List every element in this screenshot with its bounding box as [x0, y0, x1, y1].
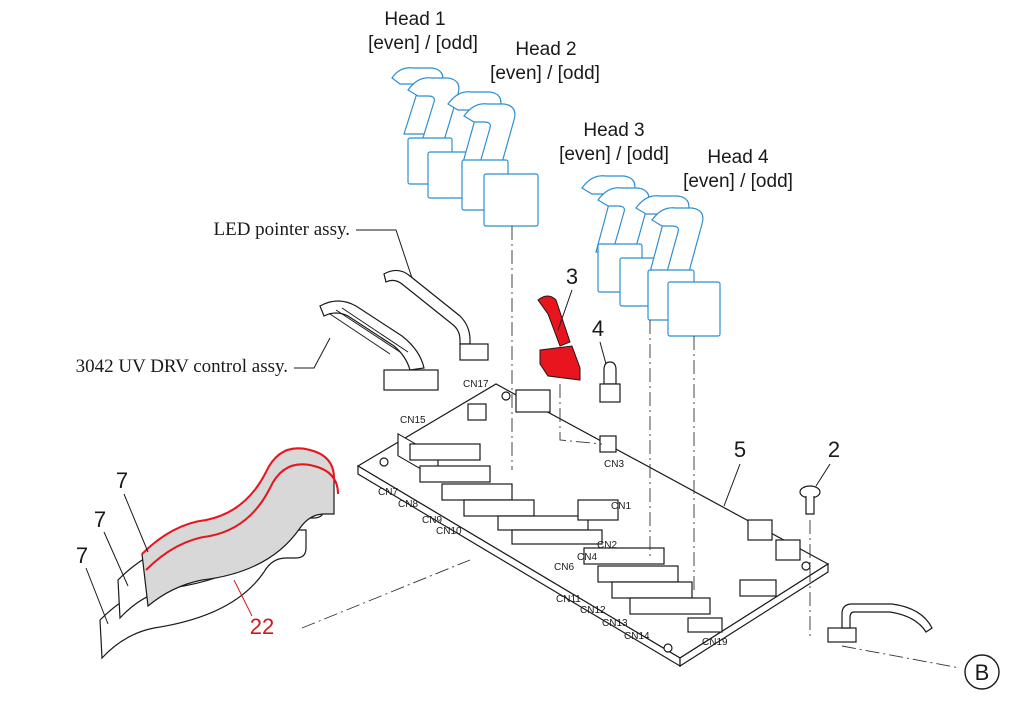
svg-text:Head 2: Head 2 — [515, 39, 576, 60]
svg-text:[even] / [odd]: [even] / [odd] — [490, 63, 600, 84]
svg-text:CN4: CN4 — [577, 552, 597, 563]
flat-cables-7 — [99, 447, 339, 660]
svg-text:[even] / [odd]: [even] / [odd] — [559, 144, 669, 165]
head-2-label: Head 2 [even] / [odd] — [490, 39, 600, 84]
svg-text:CN19: CN19 — [702, 637, 728, 648]
uv-drv-cable — [319, 300, 439, 391]
part-2-number: 2 — [828, 437, 840, 462]
svg-text:CN9: CN9 — [422, 515, 442, 526]
head-4-cables — [635, 195, 721, 337]
svg-text:CN2: CN2 — [597, 540, 617, 551]
head-4-label: Head 4 [even] / [odd] — [683, 147, 793, 192]
part-3-number: 3 — [566, 264, 578, 289]
svg-text:CN14: CN14 — [624, 631, 650, 642]
head-3-label: Head 3 [even] / [odd] — [559, 120, 669, 165]
svg-text:Head 1: Head 1 — [384, 9, 445, 30]
svg-text:CN6: CN6 — [554, 562, 574, 573]
uv-drv-leader — [294, 337, 331, 369]
part-22-number: 22 — [250, 614, 274, 639]
part-7c-number: 7 — [76, 543, 88, 568]
head-1-cables — [391, 67, 473, 199]
part-2-screw — [799, 485, 821, 515]
connector-labels: CN15 CN17 CN3 CN1 CN2 CN4 CN6 CN7 CN8 CN… — [378, 379, 728, 648]
svg-text:CN11: CN11 — [556, 594, 581, 605]
led-pointer-label: LED pointer assy. — [214, 219, 351, 240]
svg-text:CN7: CN7 — [378, 487, 398, 498]
svg-text:CN1: CN1 — [611, 501, 631, 512]
svg-text:CN12: CN12 — [580, 605, 606, 616]
svg-text:CN15: CN15 — [400, 415, 426, 426]
part-7b-number: 7 — [94, 507, 106, 532]
svg-text:Head 4: Head 4 — [707, 147, 769, 168]
part-7a-number: 7 — [116, 468, 128, 493]
part-3-cable — [537, 295, 581, 381]
part-5-number: 5 — [734, 437, 746, 462]
svg-text:[even] / [odd]: [even] / [odd] — [368, 33, 478, 54]
guide-lines — [301, 226, 961, 669]
svg-text:Head 3: Head 3 — [583, 120, 644, 141]
uv-drv-label: 3042 UV DRV control assy. — [76, 356, 288, 377]
part-4-number: 4 — [592, 316, 604, 341]
svg-text:CN13: CN13 — [602, 618, 628, 629]
cable-to-b — [827, 603, 933, 643]
led-pointer-leader — [356, 229, 413, 279]
led-pointer-cable — [383, 269, 489, 361]
svg-text:CN8: CN8 — [398, 499, 418, 510]
svg-text:CN17: CN17 — [463, 379, 489, 390]
head-2-cables — [447, 91, 539, 227]
ref-b-circle: B — [964, 654, 1000, 690]
svg-text:B: B — [975, 660, 990, 685]
part-4-connector — [599, 361, 621, 403]
svg-text:[even] / [odd]: [even] / [odd] — [683, 171, 793, 192]
svg-text:CN3: CN3 — [604, 459, 624, 470]
board-connectors — [397, 389, 801, 633]
svg-text:CN10: CN10 — [436, 526, 462, 537]
head-1-label: Head 1 [even] / [odd] — [368, 9, 478, 54]
